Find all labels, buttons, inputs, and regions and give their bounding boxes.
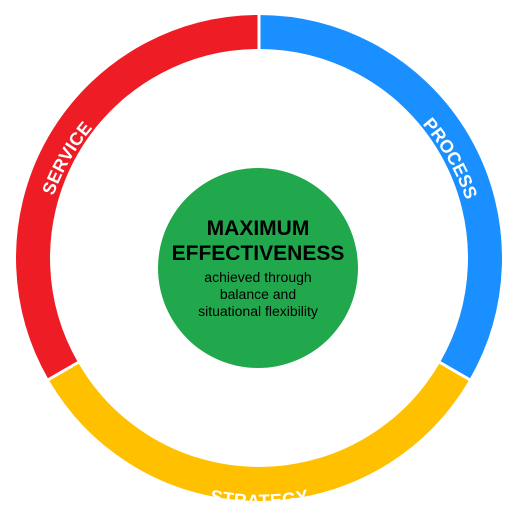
divider-right <box>436 359 473 383</box>
segment-strategy <box>48 362 470 501</box>
center-title-line-2: EFFECTIVENESS <box>171 242 345 265</box>
divider-left <box>45 359 82 383</box>
ring-dividers <box>45 12 473 383</box>
segment-process <box>258 15 502 380</box>
center-subtitle-line-2: balance and <box>219 286 297 302</box>
center-label: MAXIMUM EFFECTIVENESS achieved through b… <box>158 168 358 368</box>
center-circle <box>158 168 358 368</box>
center-subtitle-line-3: situational flexibility <box>198 303 318 319</box>
center-title-line-1: MAXIMUM <box>206 217 310 240</box>
center-subtitle-line-1: achieved through <box>204 269 312 285</box>
segment-service <box>16 15 260 380</box>
ring <box>16 15 502 501</box>
